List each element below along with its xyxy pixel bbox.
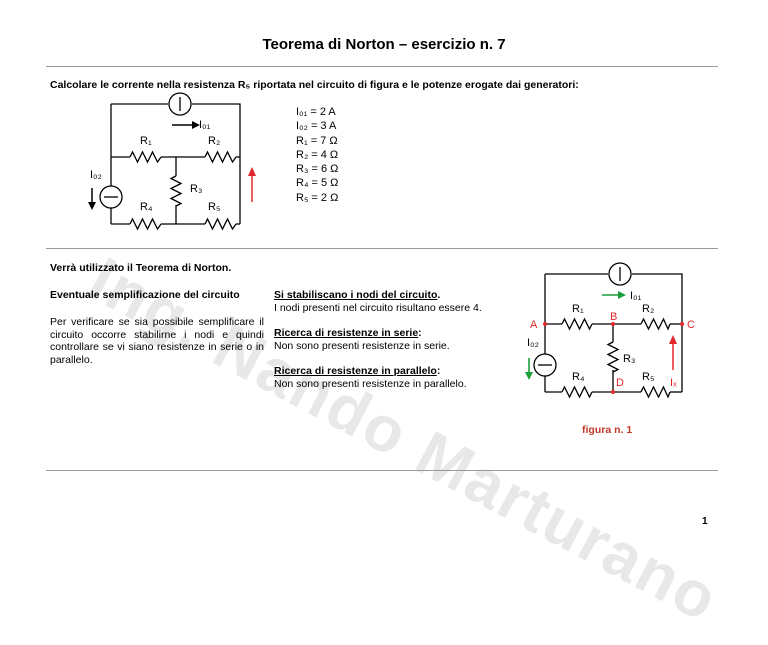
series-section: Ricerca di resistenze in serie: Non sono…	[274, 327, 524, 352]
series-heading: Ricerca di resistenze in serie	[274, 327, 419, 339]
value-r5: R₅ = 2 Ω	[296, 191, 339, 204]
node-d-dot	[611, 390, 615, 394]
node-d-label: D	[616, 377, 624, 389]
arrow-i01	[602, 291, 626, 299]
label-r5: R₅	[642, 371, 654, 383]
nodes-heading: Si stabiliscano i nodi del circuito	[274, 289, 438, 301]
value-i02: I₀₂ = 3 A	[296, 120, 337, 133]
parallel-body: Non sono presenti resistenze in parallel…	[274, 377, 467, 390]
value-r3: R₃ = 6 Ω	[296, 163, 339, 176]
value-i01: I₀₁ = 2 A	[296, 106, 336, 118]
label-r1: R₁	[140, 135, 152, 147]
current-source-i02	[533, 353, 557, 377]
label-r4: R₄	[140, 201, 153, 213]
divider-top	[46, 66, 718, 67]
arrow-red-r2	[248, 167, 256, 202]
page-number: 1	[702, 516, 708, 527]
label-r1: R₁	[572, 303, 584, 315]
node-c-label: C	[687, 319, 695, 331]
label-i01: I₀₁	[630, 290, 642, 302]
node-a-dot	[543, 322, 547, 326]
node-a-label: A	[530, 319, 538, 331]
arrow-i02	[525, 358, 533, 380]
label-i02: I₀₂	[90, 169, 102, 181]
parallel-section: Ricerca di resistenze in parallelo: Non …	[274, 365, 524, 390]
figure-caption: figura n. 1	[582, 424, 633, 436]
arrow-ix	[669, 335, 677, 370]
current-source-i01	[608, 262, 632, 286]
label-r3: R₃	[623, 353, 635, 365]
nodes-body: I nodi presenti nel circuito risultano e…	[274, 301, 482, 314]
label-r4: R₄	[572, 371, 585, 383]
label-i02: I₀₂	[527, 337, 539, 349]
label-r2: R₂	[642, 303, 654, 315]
label-r3: R₃	[190, 183, 202, 195]
circuit-diagram-2: I₀₁ R₁ R₂ I₀₂ R₃ R₄ R₅ A B C D Iₓ	[525, 262, 695, 399]
arrow-i01	[172, 121, 200, 129]
divider-bottom	[46, 470, 718, 471]
node-b-label: B	[610, 311, 617, 323]
current-source-i01	[168, 92, 192, 116]
label-i01: I₀₁	[199, 119, 211, 131]
divider-middle	[46, 248, 718, 249]
label-ix: Iₓ	[670, 377, 677, 389]
current-source-i02	[99, 185, 123, 209]
parallel-heading: Ricerca di resistenze in parallelo	[274, 365, 437, 377]
values-list: I₀₁ = 2 A I₀₂ = 3 A R₁ = 7 Ω R₂ = 4 Ω R₃…	[296, 105, 338, 205]
simplification-heading: Eventuale semplificazione del circuito	[50, 289, 240, 301]
node-b-dot	[611, 322, 615, 326]
label-r5: R₅	[208, 201, 220, 213]
arrow-i02	[88, 188, 96, 210]
problem-statement: Calcolare le corrente nella resistenza R…	[50, 79, 579, 91]
value-r1: R₁ = 7 Ω	[296, 134, 338, 147]
simplification-body: Per verificare se sia possibile semplifi…	[50, 316, 264, 366]
value-r2: R₂ = 4 Ω	[296, 148, 339, 161]
node-c-dot	[680, 322, 684, 326]
intro-text: Verrà utilizzato il Teorema di Norton.	[50, 262, 232, 274]
circuit-diagram-1: I₀₁ R₁ R₂ I₀₂ R₃ R₄ R₅	[88, 92, 256, 231]
label-r2: R₂	[208, 135, 220, 147]
page-title: Teorema di Norton – esercizio n. 7	[262, 36, 506, 53]
value-r4: R₄ = 5 Ω	[296, 177, 339, 190]
nodes-section: Si stabiliscano i nodi del circuito. I n…	[274, 289, 524, 314]
series-body: Non sono presenti resistenze in serie.	[274, 339, 450, 352]
